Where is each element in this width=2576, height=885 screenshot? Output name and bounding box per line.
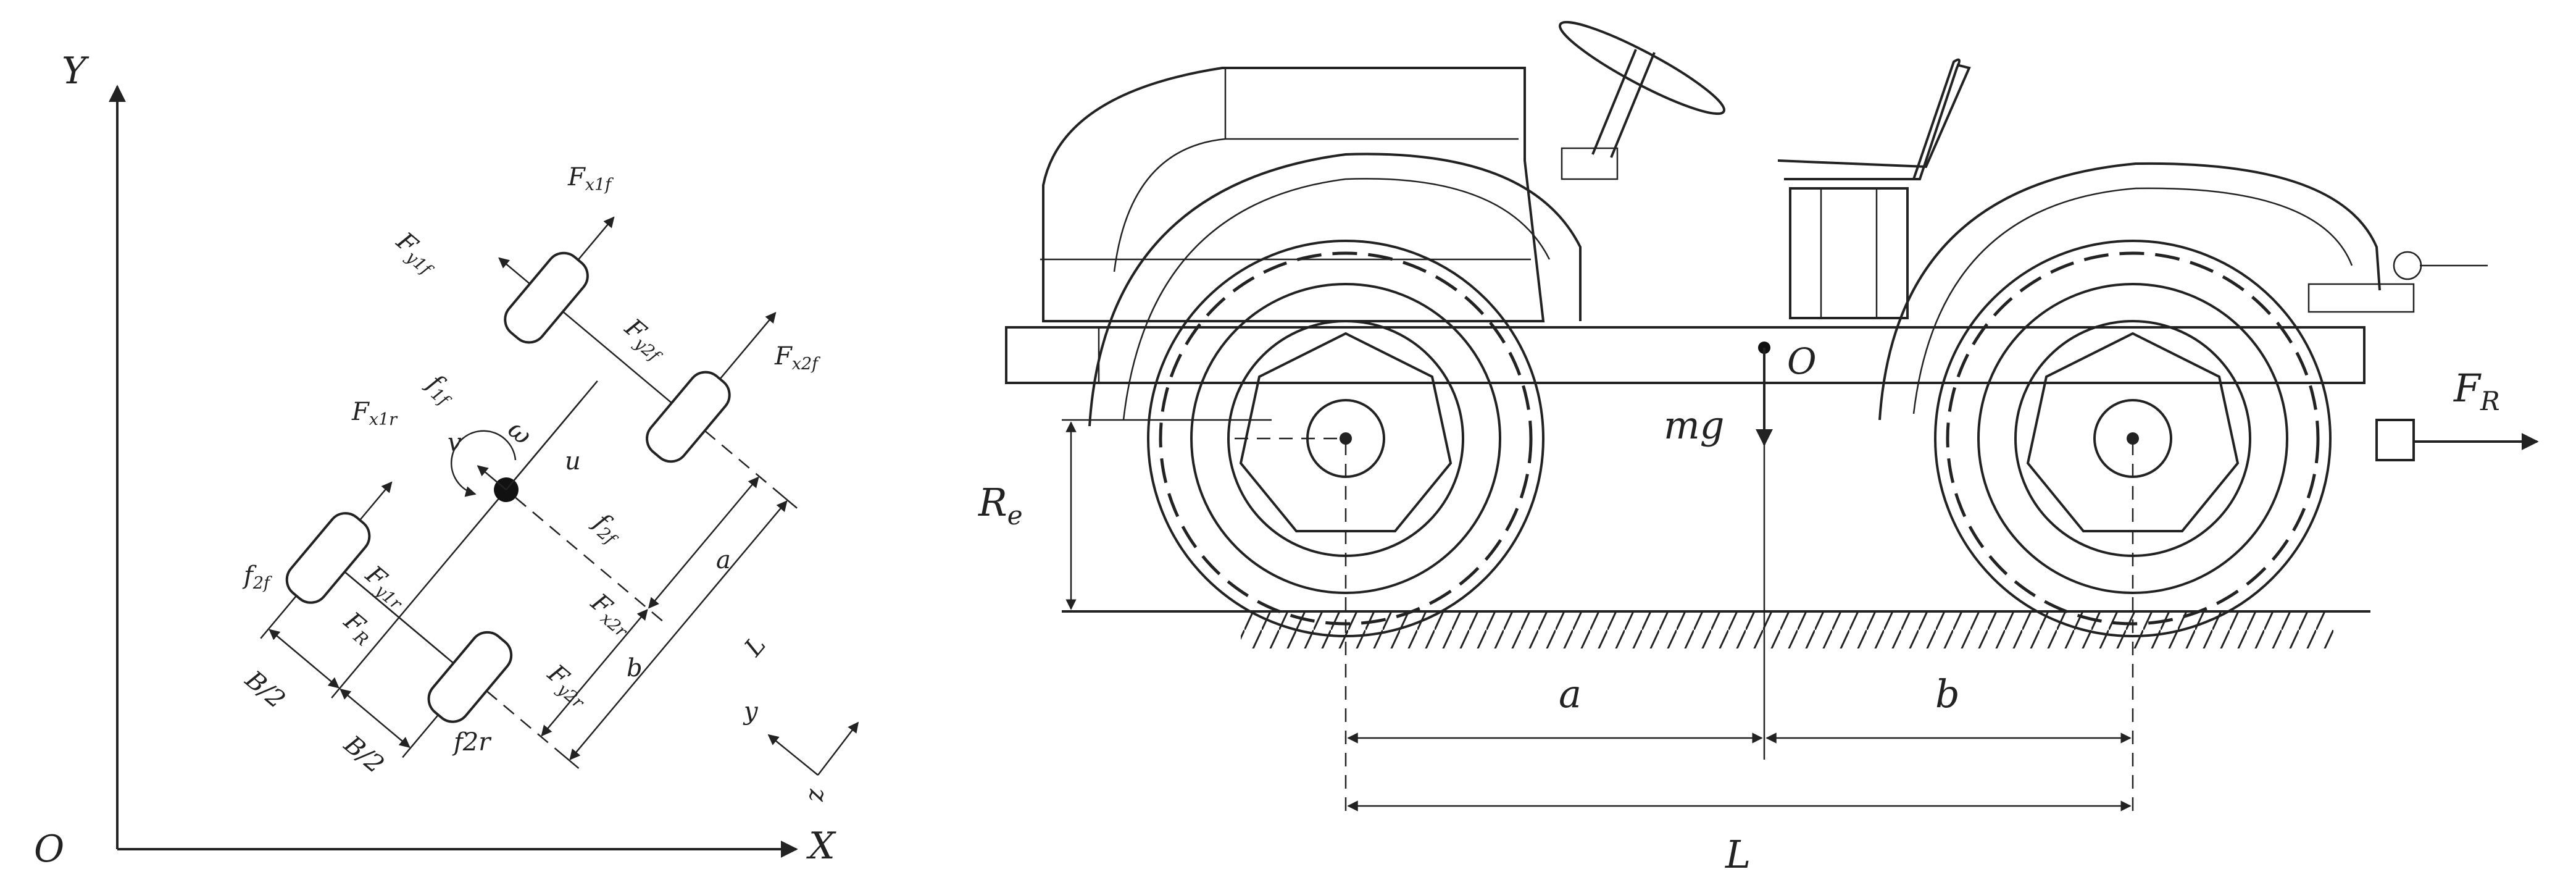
front-fender (1088, 153, 1582, 427)
hitch (2307, 251, 2488, 461)
half-track-label-1: B/2 (240, 665, 291, 715)
wheel-rear-right (427, 631, 513, 723)
rear-fender (1878, 162, 2381, 421)
fx1f-arrow (577, 216, 615, 261)
u-label: u (565, 447, 581, 476)
dim-half-track-1 (269, 629, 340, 689)
f2f-front-label: f2f (585, 506, 628, 550)
wheel-front-left (504, 251, 589, 344)
fy1f-label: Fy1f (389, 227, 444, 280)
vehicle-body (260, 216, 798, 770)
y-axis-label: Y (62, 49, 90, 93)
planar-labels: Fx1f Fy1f f1f Fy2f Fx2f Fx1r Fy1r FR f2f… (240, 163, 820, 779)
steering (1558, 20, 1726, 180)
half-track-label-2: B/2 (338, 730, 390, 779)
seat (1777, 58, 1971, 319)
origin-label: O (34, 828, 64, 871)
re-label: Re (978, 480, 1023, 531)
dim-L-label: L (739, 631, 772, 663)
chassis (1005, 326, 2366, 384)
f2f-rear-label: f2f (242, 561, 272, 593)
mg-label: mg (1664, 403, 1724, 448)
dim-half-track-2 (340, 688, 411, 748)
local-z-label: z (801, 788, 829, 802)
fx1f-label: Fx1f (567, 163, 614, 195)
dim-L (569, 500, 788, 761)
rear-extension (486, 690, 556, 749)
omega-arc (451, 430, 517, 497)
u-arrow (506, 380, 598, 490)
side-view: Re O mg FR a b L (978, 20, 2539, 877)
fy2f-label: Fy2f (617, 313, 673, 367)
f2r-label: f2r (452, 728, 492, 757)
fy1r-label: Fy1r (358, 560, 414, 614)
fr-label: FR (336, 606, 380, 650)
dim-a (648, 476, 759, 609)
wheel-front-right (646, 371, 731, 463)
ground-hatch (1241, 611, 2333, 648)
side-a-label: a (1559, 671, 1582, 716)
v-label: v (448, 429, 462, 457)
front-axle (546, 297, 689, 417)
fx2f-arrow (719, 312, 777, 380)
local-y-label: y (743, 697, 759, 726)
fx1r-label: Fx1r (351, 398, 398, 429)
planar-model: O X Y (34, 49, 859, 871)
x-axis-label: X (806, 824, 836, 868)
fy1r-arrow (344, 571, 447, 658)
front-extension (704, 430, 774, 489)
f1f-label: f1f (419, 367, 462, 411)
fx2f-label: Fx2f (774, 342, 820, 374)
side-L-label: L (1725, 832, 1751, 877)
fy2r-label: Fy2r (540, 659, 596, 713)
side-b-label: b (1935, 671, 1960, 716)
cg-label: O (1787, 340, 1817, 382)
cg-extension (515, 497, 663, 622)
omega-label: ω (502, 414, 538, 451)
dim-b-label: b (627, 654, 643, 682)
fx2r-label: Fx2r (583, 588, 640, 642)
fr-side-label: FR (2453, 366, 2500, 416)
v-arrow (477, 465, 507, 490)
local-axes: y z (743, 697, 859, 802)
fy1f-arrow (498, 257, 531, 285)
wheel-rear-left (285, 512, 371, 604)
dim-a-label: a (716, 546, 731, 574)
fx1r-arrow (359, 481, 393, 521)
hood (1042, 67, 1545, 322)
